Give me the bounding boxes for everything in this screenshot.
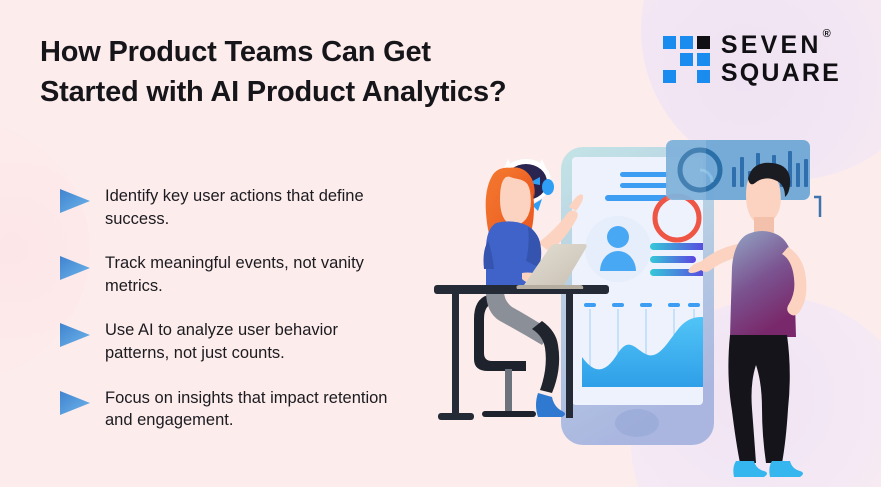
desk-leg-right <box>566 294 573 418</box>
man-left-arm <box>699 243 742 272</box>
laptop <box>524 244 587 285</box>
woman-at-desk-illustration <box>434 167 609 420</box>
list-item: Use AI to analyze user behavior patterns… <box>58 319 403 364</box>
screen-user-avatar <box>585 216 651 282</box>
screen-chart-ticks <box>584 303 700 307</box>
list-item-label: Focus on insights that impact retention … <box>105 388 388 430</box>
logo-text-seven: SEVEN <box>720 31 822 59</box>
page-title-line-2: Started with AI Product Analytics? <box>40 76 507 109</box>
logo-wordmark: SEVEN® SQUARE <box>720 28 841 87</box>
woman-shoe <box>536 393 565 417</box>
man-hair <box>748 162 791 197</box>
page-title-line-1: How Product Teams Can Get <box>40 36 431 68</box>
list-item: Track meaningful events, not vanity metr… <box>58 252 403 297</box>
man-shoe-left <box>733 461 767 477</box>
analytics-illustration <box>434 140 822 477</box>
logo-grid-icon <box>662 36 710 83</box>
screen-area-chart <box>582 317 703 387</box>
brand-logo[interactable]: SEVEN® SQUARE <box>662 28 841 87</box>
play-arrow-icon <box>60 256 90 281</box>
man-head <box>746 170 781 225</box>
desk-leg-left <box>452 294 459 418</box>
play-arrow-icon <box>60 323 90 348</box>
logo-line-two: SQUARE <box>720 59 841 87</box>
phone-mockup <box>561 147 714 445</box>
woman-raised-arm <box>538 210 578 252</box>
page-title: How Product Teams Can Get Started with A… <box>40 32 560 112</box>
list-item: Focus on insights that impact retention … <box>58 387 403 432</box>
phone-home-button <box>615 409 659 437</box>
woman-face <box>500 176 531 226</box>
man-shirt <box>730 231 796 337</box>
card-corner-bracket <box>814 195 822 217</box>
card-ring-chart <box>677 147 723 193</box>
man-right-arm <box>782 247 807 316</box>
bullet-list: Identify key user actions that define su… <box>58 185 403 454</box>
list-item: Identify key user actions that define su… <box>58 185 403 230</box>
card-ring-segment <box>699 168 714 183</box>
office-chair <box>474 295 526 371</box>
man-pants <box>728 335 790 463</box>
screen-text-bars <box>605 172 668 201</box>
card-highlight-overlay <box>666 140 706 200</box>
list-item-label: Track meaningful events, not vanity metr… <box>105 254 364 295</box>
play-arrow-icon <box>60 189 90 213</box>
logo-line-one: SEVEN® <box>720 28 841 59</box>
man-shoe-right <box>769 461 803 477</box>
registered-mark-icon: ® <box>822 27 831 40</box>
man-standing-illustration <box>688 162 807 477</box>
woman-legs-lower <box>532 321 560 393</box>
list-item-label: Identify key user actions that define su… <box>105 187 364 228</box>
play-arrow-icon <box>60 390 90 415</box>
list-item-label: Use AI to analyze user behavior patterns… <box>105 321 338 362</box>
